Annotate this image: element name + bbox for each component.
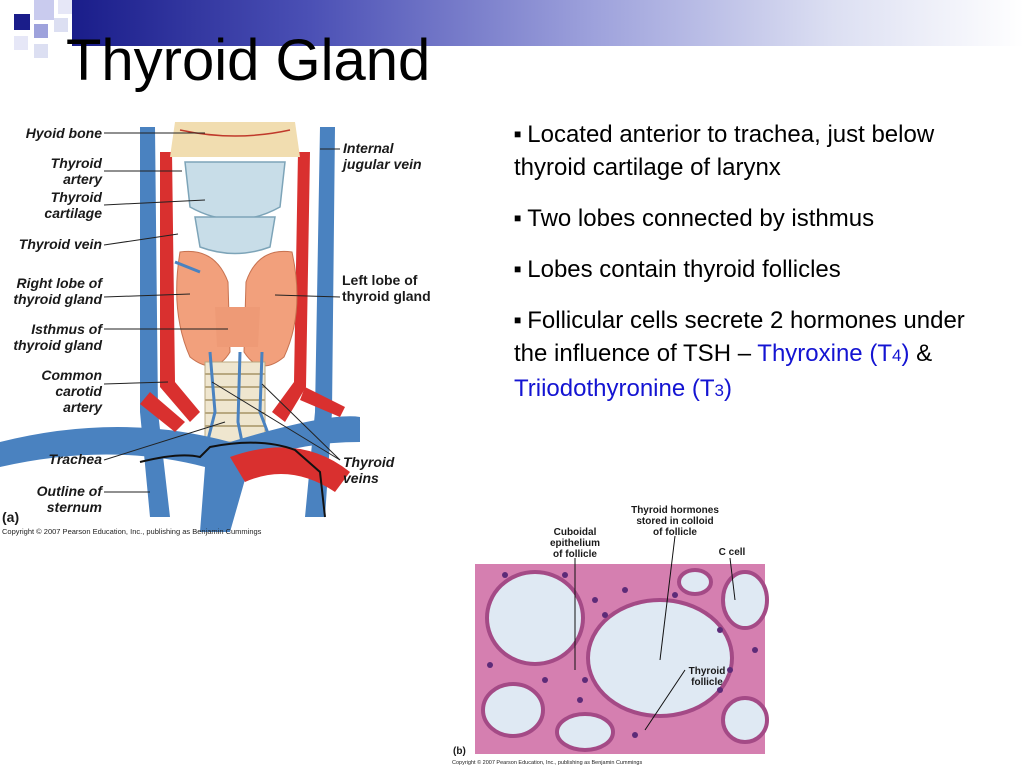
label-thyroid-hormones: Thyroid hormones bbox=[631, 505, 719, 516]
hyoid-region bbox=[170, 122, 300, 157]
bullet-square-icon: ■ bbox=[514, 313, 522, 327]
bullet-square-icon: ■ bbox=[514, 262, 522, 276]
label-hyoid-bone: Hyoid bone bbox=[26, 125, 102, 141]
header-gradient-band bbox=[72, 0, 1024, 46]
svg-text:of follicle: of follicle bbox=[653, 527, 697, 538]
bullet-item: ■Lobes contain thyroid follicles bbox=[514, 256, 841, 283]
page-title: Thyroid Gland bbox=[66, 28, 431, 93]
label-internal-jugular-vein: Internal bbox=[343, 140, 395, 156]
svg-text:cartilage: cartilage bbox=[44, 205, 102, 221]
right-carotid-artery bbox=[160, 152, 200, 422]
svg-text:follicle: follicle bbox=[691, 677, 723, 688]
bullet-item: ■Follicular cells secrete 2 hormones und… bbox=[514, 307, 965, 402]
svg-text:artery: artery bbox=[63, 171, 103, 187]
svg-text:stored in colloid: stored in colloid bbox=[636, 516, 713, 527]
bullet-item: ■Two lobes connected by isthmus bbox=[514, 205, 875, 232]
thyroxine-term: Thyroxine (T4) bbox=[757, 340, 910, 367]
thyroid-anatomy-figure: Hyoid bone Thyroid artery Thyroid cartil… bbox=[0, 122, 431, 532]
thyroid-cartilage bbox=[184, 161, 286, 221]
label-thyroid-follicle: Thyroid bbox=[689, 666, 726, 677]
bullet-square-icon: ■ bbox=[514, 211, 522, 225]
label-sternum-outline: Outline of bbox=[37, 483, 104, 499]
label-common-carotid-artery: Common bbox=[41, 367, 102, 383]
aortic-arch bbox=[230, 447, 350, 492]
triiodothyronine-term: Triiodothyronine (T3) bbox=[514, 375, 732, 402]
label-panel-a: (a) bbox=[2, 509, 19, 525]
svg-text:thyroid gland: thyroid gland bbox=[13, 337, 102, 353]
brachiocephalic-veins bbox=[0, 416, 360, 532]
svg-text:thyroid gland: thyroid gland bbox=[13, 291, 102, 307]
thyroid-micrograph-figure: Cuboidal epithelium of follicle Thyroid … bbox=[453, 505, 769, 757]
bullet-list: ■Located anterior to trachea, just below… bbox=[514, 118, 974, 425]
credit-figure-b: Copyright © 2007 Pearson Education, Inc.… bbox=[452, 760, 643, 766]
svg-text:artery: artery bbox=[63, 399, 103, 415]
label-cuboidal-epithelium: Cuboidal bbox=[554, 527, 597, 538]
label-trachea: Trachea bbox=[49, 451, 103, 467]
label-thyroid-veins: Thyroid bbox=[343, 454, 395, 470]
svg-text:veins: veins bbox=[343, 470, 379, 486]
label-left-lobe: Left lobe of bbox=[342, 272, 418, 288]
label-right-lobe: Right lobe of bbox=[16, 275, 103, 291]
svg-text:jugular vein: jugular vein bbox=[341, 156, 422, 172]
thyroid-isthmus bbox=[215, 307, 260, 347]
label-isthmus: Isthmus of bbox=[31, 321, 103, 337]
label-panel-b: (b) bbox=[453, 746, 466, 757]
bullet-square-icon: ■ bbox=[514, 127, 522, 141]
credit-figure-a: Copyright © 2007 Pearson Education, Inc.… bbox=[2, 527, 262, 536]
label-thyroid-cartilage: Thyroid bbox=[51, 189, 103, 205]
header-squares bbox=[0, 0, 80, 60]
sternum-outline bbox=[139, 441, 326, 518]
label-thyroid-artery: Thyroid bbox=[51, 155, 103, 171]
svg-text:thyroid gland: thyroid gland bbox=[342, 288, 431, 304]
right-jugular-vein bbox=[140, 127, 170, 517]
svg-text:carotid: carotid bbox=[55, 383, 102, 399]
label-thyroid-vein: Thyroid vein bbox=[19, 236, 102, 252]
svg-text:epithelium: epithelium bbox=[550, 538, 600, 549]
left-carotid-artery bbox=[272, 152, 310, 422]
svg-text:of follicle: of follicle bbox=[553, 549, 597, 560]
bullet-item: ■Located anterior to trachea, just below… bbox=[514, 121, 935, 181]
svg-text:sternum: sternum bbox=[47, 499, 102, 515]
label-c-cell: C cell bbox=[719, 547, 746, 558]
